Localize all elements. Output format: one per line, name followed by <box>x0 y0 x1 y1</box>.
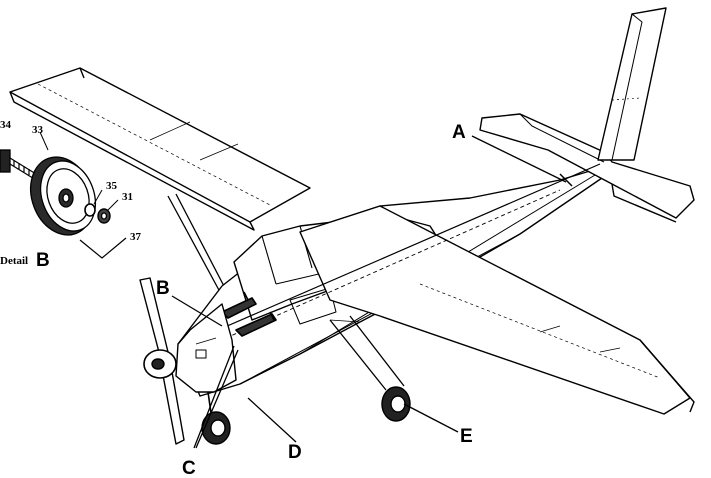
part-number-35: 35 <box>106 180 118 192</box>
detail-label: Detail <box>0 255 28 267</box>
wing-strut <box>167 193 227 293</box>
vertical-fin <box>597 7 667 161</box>
detail-b-assembly <box>0 131 127 259</box>
washer-35 <box>84 203 96 217</box>
horizontal-stabilizer <box>479 113 695 223</box>
callout-c: C <box>182 458 196 478</box>
callout-e: E <box>460 426 473 447</box>
left-wing <box>9 67 311 231</box>
part-number-31: 31 <box>122 191 133 203</box>
axle-bolt <box>0 149 37 181</box>
control-sticks <box>221 291 277 337</box>
part-number-37: 37 <box>130 231 142 243</box>
callout-leaders <box>171 135 567 449</box>
airplane <box>9 7 695 449</box>
propeller <box>139 277 185 445</box>
wheel-disc <box>30 156 97 236</box>
callout-d: D <box>288 442 302 463</box>
part-number-33: 33 <box>32 124 44 136</box>
callout-b: B <box>156 278 170 299</box>
control-rods <box>217 163 601 339</box>
detail-letter: B <box>36 250 50 271</box>
right-wing <box>299 205 695 415</box>
callout-a: A <box>452 122 466 143</box>
part-number-34: 34 <box>0 119 12 131</box>
